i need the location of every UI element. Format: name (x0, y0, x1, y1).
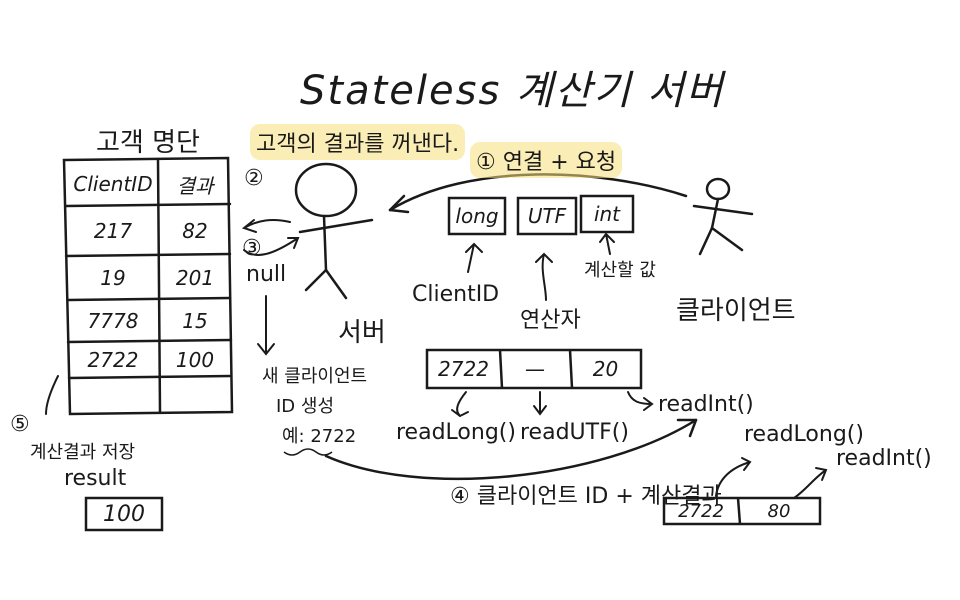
new-client-example: 예: 2722 (282, 426, 357, 447)
example-underline (283, 448, 333, 456)
example-operator: — (525, 357, 545, 381)
result-var-name: result (64, 466, 127, 491)
field-type-int: int (593, 202, 621, 226)
table-cell: 217 (93, 219, 133, 243)
server-table-arrows (241, 219, 300, 356)
server-stick-figure (294, 162, 374, 300)
field-label-clientid: ClientID (412, 282, 500, 307)
response-read-long: readLong() (744, 422, 864, 447)
example-value-box (425, 348, 643, 390)
client-table-grid (62, 156, 234, 416)
request-field-boxes (447, 194, 635, 236)
client-label: 클라이언트 (676, 296, 796, 326)
table-cell: 19 (100, 266, 126, 290)
result-value: 100 (103, 501, 145, 527)
response-arrow (324, 418, 698, 481)
field-label-arrows (465, 232, 615, 301)
response-read-int: readInt() (836, 446, 932, 471)
table-caption: 고객 명단 (96, 128, 200, 158)
table-header-result: 결과 (176, 173, 214, 198)
diagram-title: Stateless 계산기 서버 (300, 68, 725, 114)
table-cell: 15 (182, 309, 208, 333)
step4-label: ④ 클라이언트 ID + 계산결과 (450, 484, 722, 509)
example-clientid: 2722 (438, 357, 489, 381)
result-save-label: 계산결과 저장 (30, 442, 136, 463)
step5-number: ⑤ (10, 412, 30, 437)
result-save-arrow (45, 375, 59, 415)
table-cell: 7778 (87, 309, 139, 333)
response-value-box (662, 496, 822, 526)
new-client-text-line2: ID 생성 (276, 396, 335, 417)
step1-label: ① 연결 + 요청 (470, 142, 623, 178)
new-client-text-line1: 새 클라이언트 (262, 366, 368, 387)
client-stick-figure (692, 177, 754, 256)
read-long-method: readLong() (396, 420, 516, 445)
field-type-long: long (455, 204, 499, 228)
table-cell: 100 (175, 348, 215, 372)
read-int-method: readInt() (658, 392, 754, 417)
table-cell: 201 (175, 266, 215, 290)
response-result: 80 (767, 500, 791, 522)
table-cell: 82 (182, 219, 208, 243)
server-label: 서버 (338, 318, 386, 348)
step2-number: ② (244, 166, 264, 191)
result-box (84, 496, 164, 532)
example-value: 20 (592, 357, 619, 381)
field-label-operator: 연산자 (520, 308, 581, 333)
read-utf-method: readUTF() (520, 420, 629, 445)
response-read-arrows (715, 457, 828, 499)
step3-number: ③ (242, 236, 262, 261)
field-label-value: 계산할 값 (584, 260, 656, 281)
response-clientid: 2722 (678, 500, 724, 522)
read-method-arrows (451, 391, 654, 418)
table-header-clientid: ClientID (73, 172, 153, 196)
table-cell: 2722 (87, 348, 139, 372)
step2-text: 고객의 결과를 꺼낸다. (250, 124, 466, 160)
null-label: null (246, 262, 287, 287)
field-type-utf: UTF (527, 204, 567, 228)
